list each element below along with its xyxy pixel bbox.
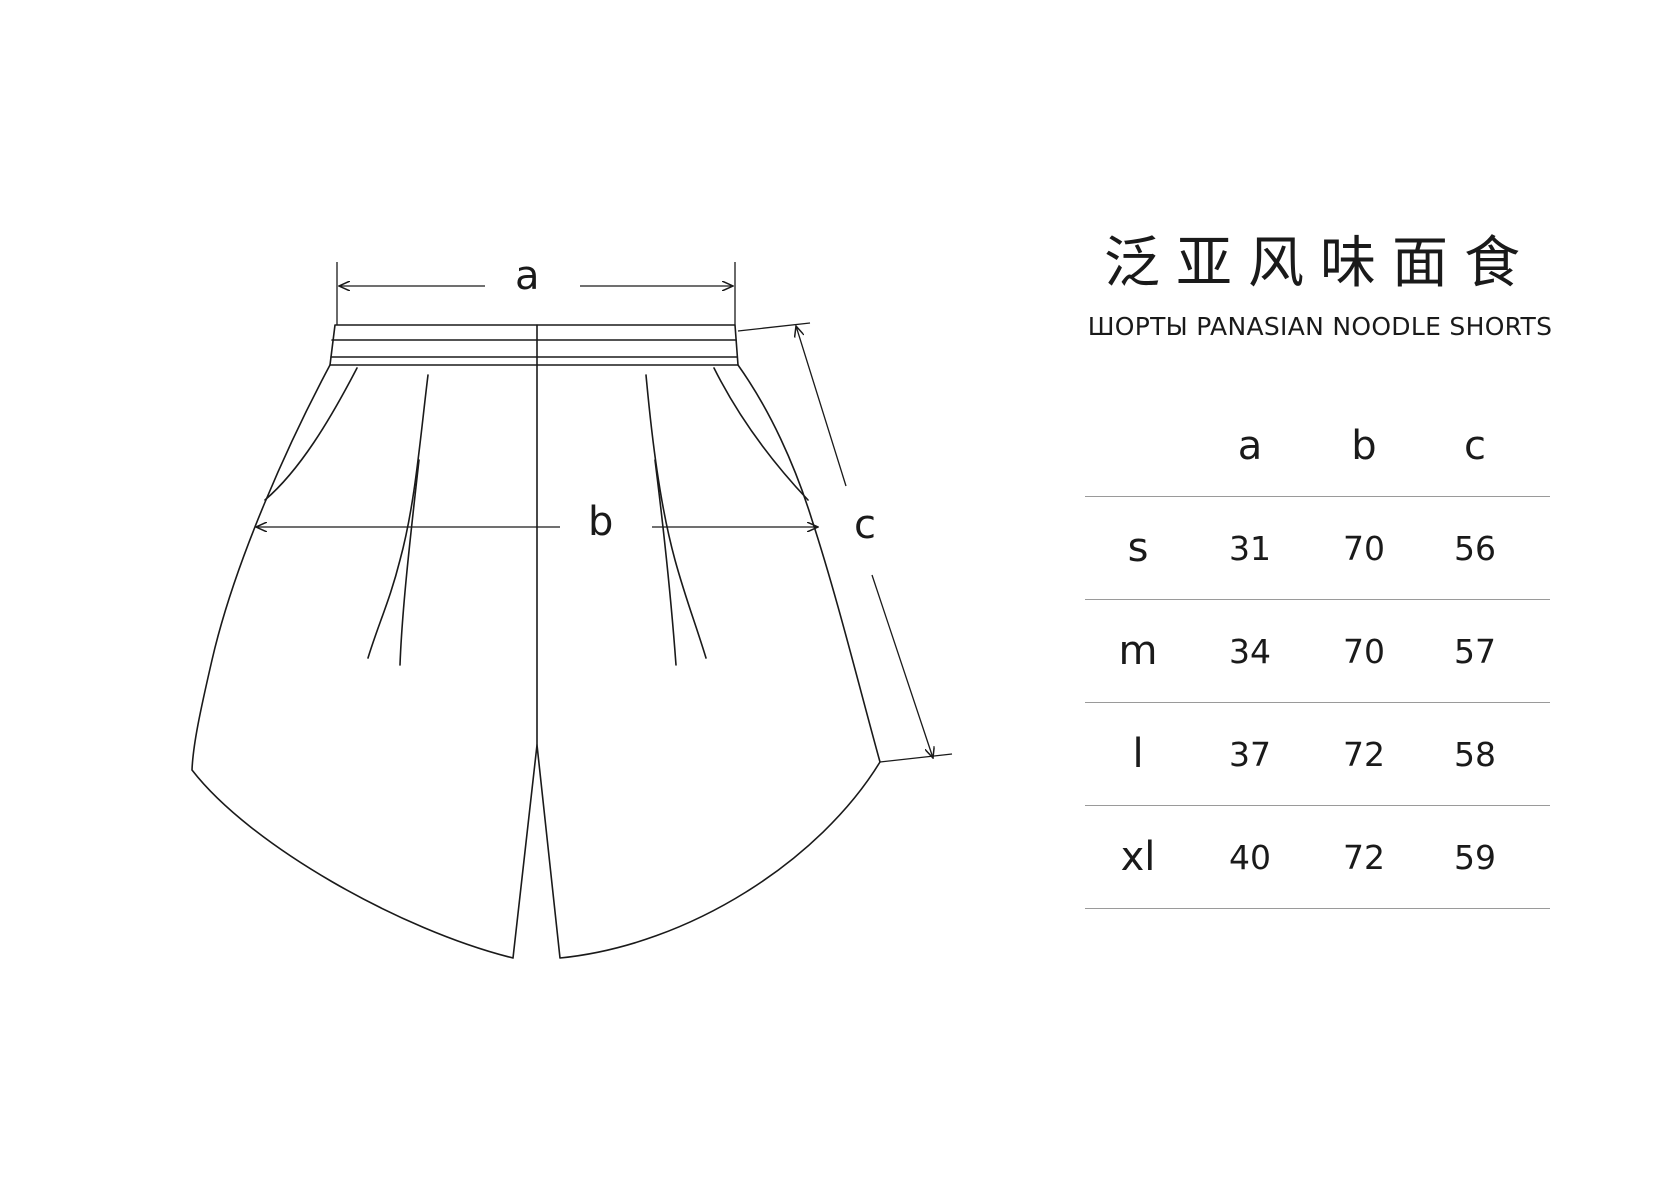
right-pocket (713, 367, 809, 501)
right-pleat-inner (654, 459, 677, 666)
value-b: 72 (1343, 734, 1385, 774)
header-a: a (1237, 422, 1263, 469)
dim-label-c: c (854, 502, 876, 548)
value-b: 70 (1343, 631, 1385, 671)
size-table: a b c s 31 70 56 m 34 70 57 l 37 72 58 x… (1085, 395, 1550, 909)
value-b: 70 (1343, 528, 1385, 568)
value-a: 37 (1229, 734, 1271, 774)
value-b: 72 (1343, 837, 1385, 877)
dim-c-arrow-top (796, 326, 847, 487)
value-a: 40 (1229, 837, 1271, 877)
value-c: 59 (1454, 837, 1496, 877)
header-c: c (1464, 422, 1486, 469)
header-b: b (1351, 422, 1377, 469)
right-pleat-outer (645, 374, 707, 659)
table-row: xl 40 72 59 (1085, 806, 1550, 909)
size-label: s (1127, 525, 1149, 571)
waistband-outline (329, 324, 739, 366)
size-label: xl (1120, 834, 1156, 880)
shorts-technical-drawing (191, 262, 953, 959)
product-title-chinese: 泛亚风味面食 (1104, 231, 1536, 296)
value-a: 34 (1229, 631, 1271, 671)
dim-label-b: b (588, 499, 614, 545)
dim-c-ext-bottom (879, 753, 953, 763)
value-c: 57 (1454, 631, 1496, 671)
size-label: m (1118, 628, 1158, 674)
size-table-header: a b c (1085, 395, 1550, 497)
left-pleat-inner (399, 459, 420, 666)
left-pleat-outer (367, 374, 429, 659)
dim-label-a: a (515, 253, 540, 299)
table-row: m 34 70 57 (1085, 600, 1550, 703)
size-label: l (1132, 731, 1144, 777)
value-a: 31 (1229, 528, 1271, 568)
value-c: 58 (1454, 734, 1496, 774)
dim-c-arrow-bottom (871, 574, 933, 758)
table-row: l 37 72 58 (1085, 703, 1550, 806)
left-pocket (264, 367, 358, 501)
value-c: 56 (1454, 528, 1496, 568)
shorts-outline (191, 364, 881, 959)
product-subtitle: ШОРТЫ PANASIAN NOODLE SHORTS (1087, 312, 1553, 341)
dim-c-ext-top (737, 322, 811, 332)
table-row: s 31 70 56 (1085, 497, 1550, 600)
